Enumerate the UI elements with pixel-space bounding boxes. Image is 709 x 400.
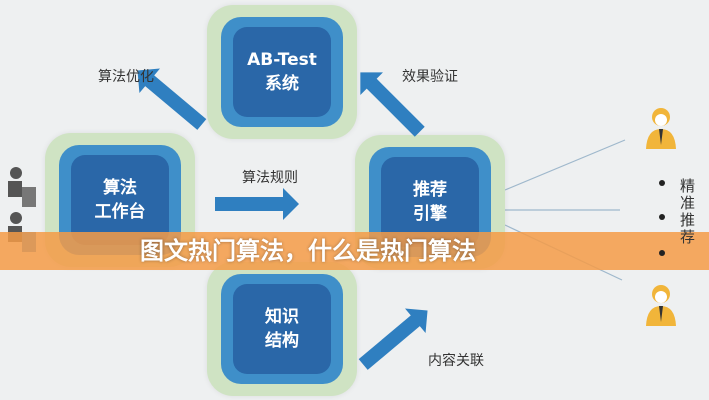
- worker-icon: [8, 167, 36, 207]
- label-content: 内容关联: [428, 353, 484, 369]
- label-verify: 效果验证: [402, 69, 458, 85]
- label-optimize: 算法优化: [98, 69, 154, 85]
- label-precise-recommend: 精准推荐: [680, 177, 696, 246]
- node-knowledge-structure: 知识 结构: [207, 262, 357, 396]
- user-icon: [646, 285, 676, 326]
- dot: [659, 250, 665, 256]
- dot: [659, 180, 665, 186]
- user-icon: [646, 108, 676, 149]
- arrow-rules: [215, 188, 299, 220]
- node-ab-test: AB-Test 系统: [207, 5, 357, 139]
- label-rules: 算法规则: [242, 170, 298, 186]
- node-algorithm-workbench: 算法 工作台: [45, 133, 195, 267]
- dot: [659, 214, 665, 220]
- page-title: 图文热门算法，什么是热门算法: [140, 237, 476, 265]
- title-banner: 图文热门算法，什么是热门算法: [0, 232, 709, 270]
